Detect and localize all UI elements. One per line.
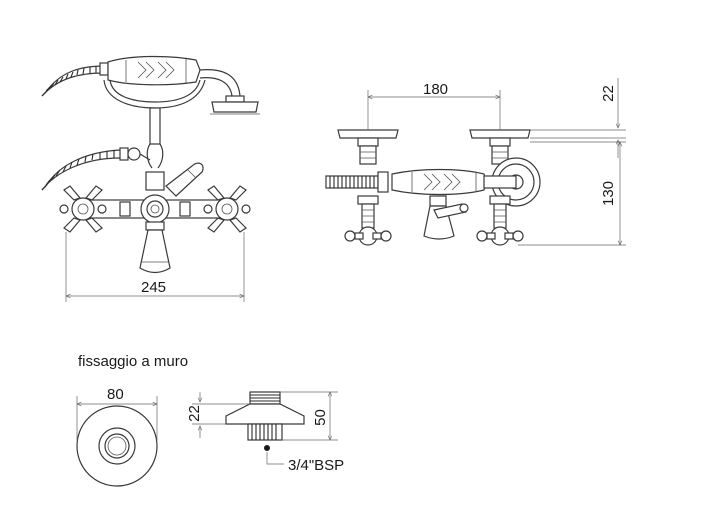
dim-label-side-height: 130 (600, 180, 618, 207)
side-body-left (344, 195, 392, 246)
dim-flange-depth (280, 392, 338, 440)
side-cap-right (469, 129, 531, 165)
diverter-lever (165, 162, 204, 197)
thread-label: 3/4"BSP (288, 457, 345, 474)
dim-flange-diameter (77, 396, 157, 440)
cross-handle-left (59, 185, 107, 233)
dim-side-spacing (368, 90, 500, 130)
front-view (41, 55, 260, 302)
shower-hose-lower (41, 147, 151, 191)
dim-label-flange-diameter: 80 (107, 386, 124, 403)
side-body-right (476, 195, 524, 246)
dim-flange-thickness (192, 392, 250, 438)
flange-front (76, 405, 158, 487)
dim-front-width (66, 232, 244, 302)
side-rosette (483, 157, 541, 207)
side-hose (325, 171, 389, 193)
flange-side (225, 391, 305, 465)
hand-shower (107, 55, 260, 115)
dim-side-height (518, 142, 626, 245)
side-hand-shower (391, 168, 487, 196)
side-cap-left (337, 129, 399, 165)
side-view (325, 78, 626, 246)
dim-label-side-top: 22 (599, 85, 617, 102)
shower-cradle (103, 79, 206, 169)
wall-fixing (76, 391, 338, 487)
cross-handle-right (203, 185, 251, 233)
side-spout (423, 195, 469, 240)
dim-label-front-width: 245 (141, 279, 167, 296)
section-title: fissaggio a muro (78, 353, 189, 370)
shower-hose-upper (41, 62, 109, 97)
dim-label-flange-thickness: 22 (185, 405, 203, 422)
mixer-body (89, 171, 221, 274)
dim-label-flange-depth: 50 (311, 409, 329, 426)
dim-label-side-spacing: 180 (423, 81, 449, 98)
